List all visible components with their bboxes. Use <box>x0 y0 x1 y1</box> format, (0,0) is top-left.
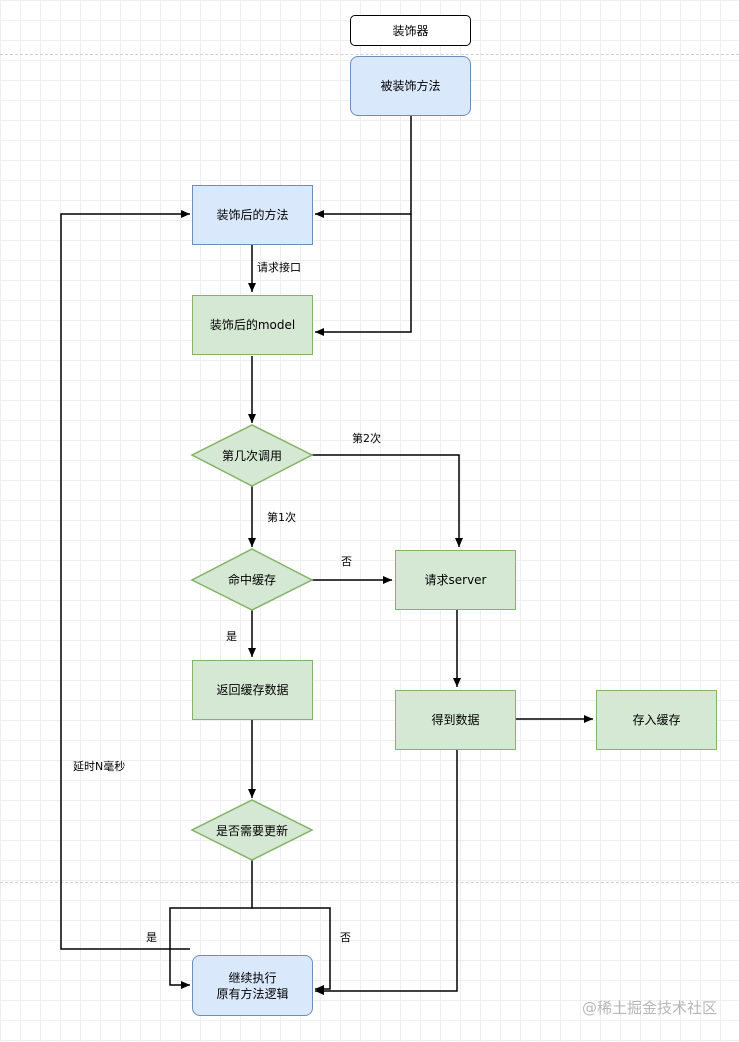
node-method-after-label: 装饰后的方法 <box>216 208 289 222</box>
bottom-dashed-line <box>0 882 739 883</box>
node-get-data-label: 得到数据 <box>431 713 480 727</box>
node-cache-hit-label: 命中缓存 <box>227 573 276 587</box>
node-need-update-label: 是否需要更新 <box>215 823 288 838</box>
node-model-after-label: 装饰后的model <box>209 318 296 332</box>
node-which-call-label: 第几次调用 <box>221 449 282 463</box>
label-request-api: 请求接口 <box>257 261 301 274</box>
node-save-cache: 存入缓存 <box>596 690 717 750</box>
node-request-server-label: 请求server <box>424 573 487 587</box>
node-save-cache-label: 存入缓存 <box>632 713 681 727</box>
node-method-after: 装饰后的方法 <box>192 185 313 245</box>
node-decorated-method: 被装饰方法 <box>350 56 471 116</box>
node-return-cache: 返回缓存数据 <box>192 660 313 720</box>
node-continue: 继续执行 原有方法逻辑 <box>192 955 313 1016</box>
label-no-update: 否 <box>340 931 351 944</box>
top-dashed-line <box>0 54 739 55</box>
edge-delay-loop <box>60 210 190 950</box>
diamond-cache-hit <box>190 548 314 611</box>
node-request-server: 请求server <box>395 550 516 610</box>
label-first-call: 第1次 <box>267 511 296 524</box>
label-yes-hit: 是 <box>226 630 237 643</box>
edge-second-call-to-server <box>310 454 463 547</box>
node-decorated-method-label: 被装饰方法 <box>380 79 441 93</box>
edge-decorated-to-method <box>315 116 412 218</box>
label-no-hit: 否 <box>341 555 352 568</box>
edge-decorated-to-model <box>315 214 412 336</box>
watermark: @稀土掘金技术社区 <box>581 999 717 1017</box>
node-model-after: 装饰后的model <box>192 295 313 355</box>
diamond-which-call <box>190 424 314 487</box>
node-continue-line1: 继续执行 <box>228 970 277 985</box>
diamond-need-update <box>190 799 314 861</box>
label-yes-update: 是 <box>146 931 157 944</box>
node-return-cache-label: 返回缓存数据 <box>216 683 289 697</box>
edge-update-yes <box>169 860 253 989</box>
node-decorator-label: 装饰器 <box>392 23 429 38</box>
node-get-data: 得到数据 <box>395 690 516 750</box>
node-continue-line2: 原有方法逻辑 <box>216 986 289 1001</box>
edge-get-data-to-continue <box>315 750 458 995</box>
label-second-call: 第2次 <box>352 432 381 445</box>
label-delay: 延时N毫秒 <box>73 760 126 773</box>
node-decorator: 装饰器 <box>350 15 471 46</box>
